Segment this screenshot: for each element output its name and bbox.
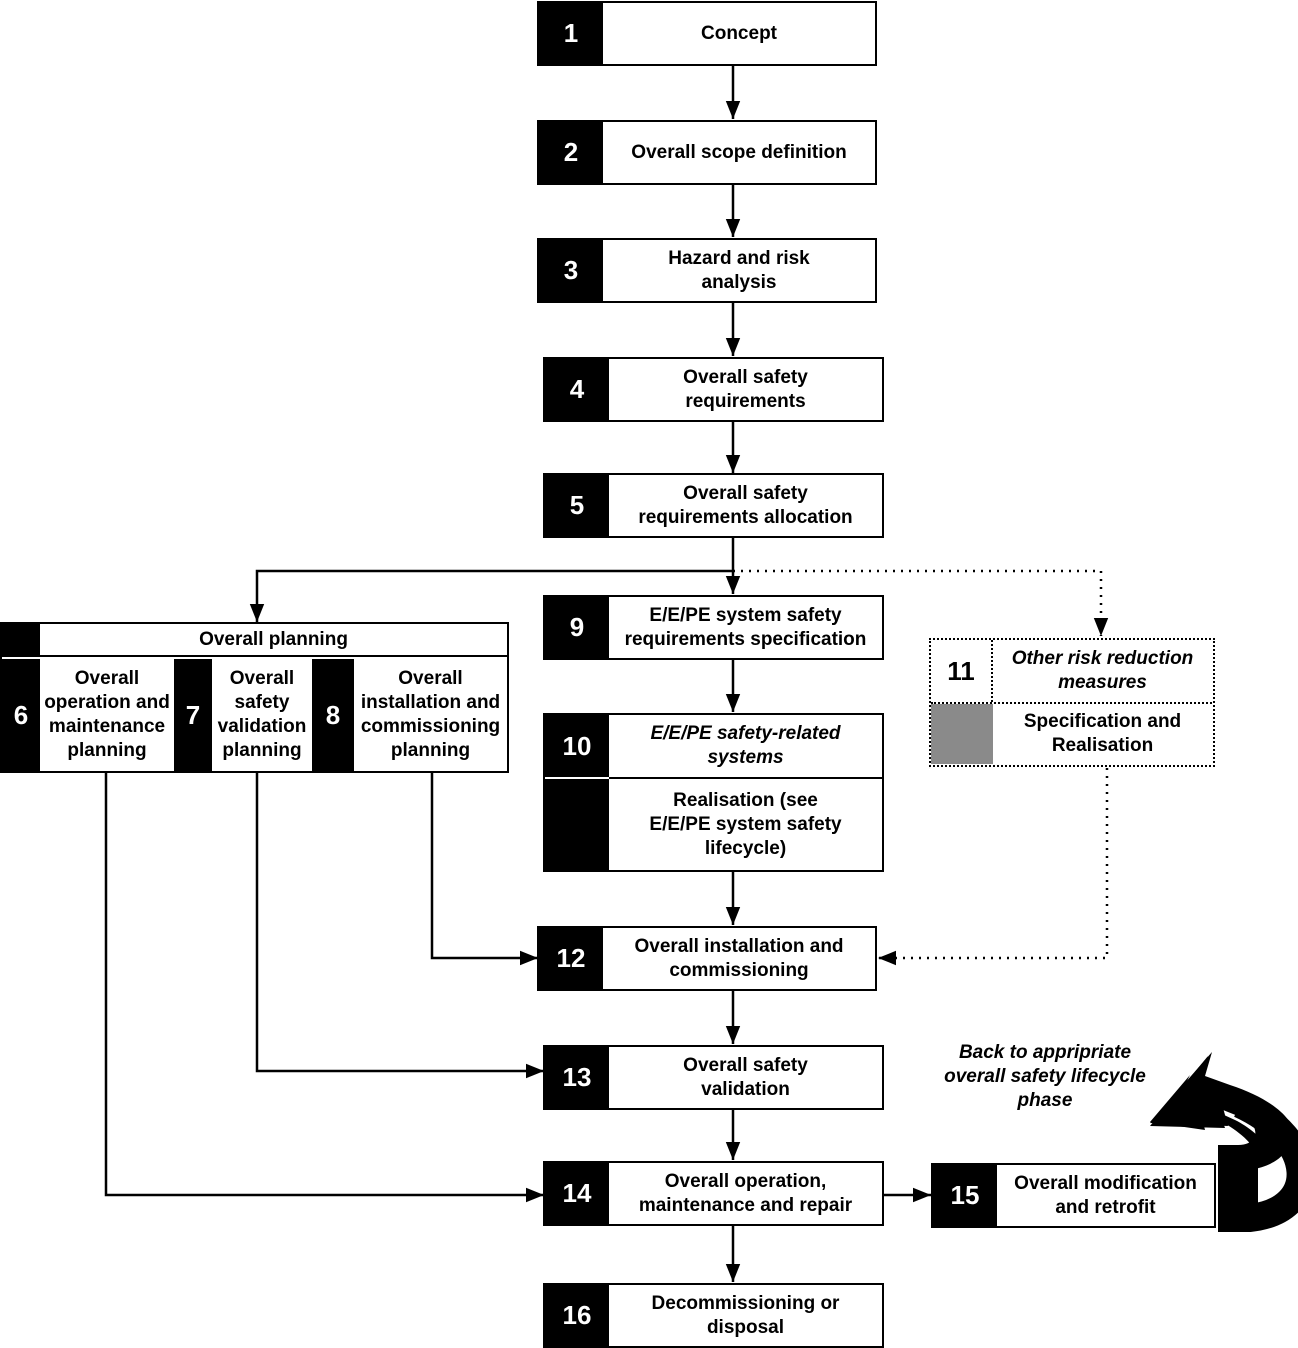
phase-11-box: 11 Other risk reduction measures Specifi… (929, 638, 1215, 767)
phase-11-label: Other risk reduction measures (1011, 648, 1194, 693)
phase-number: 4 (545, 359, 609, 420)
phase-10-label: E/E/PE safety-related systems (650, 723, 841, 768)
phase-label: Overall modification and retrofit (1014, 1172, 1197, 1218)
phase-7-label: Overall safety validation planning (217, 668, 307, 761)
phase-1-box: 1 Concept (537, 1, 877, 66)
phase-label: Overall operation, maintenance and repai… (638, 1170, 853, 1216)
phase-15-box: 15 Overall modification and retrofit (931, 1163, 1216, 1228)
phase-3-box: 3 Hazard and risk analysis (537, 238, 877, 303)
planning-header-marker (2, 624, 40, 657)
overall-planning-group: Overall planning 6 Overall operation and… (0, 622, 509, 773)
phase-8-number: 8 (325, 700, 341, 730)
phase-label: Hazard and risk analysis (668, 247, 810, 293)
phase-label: Overall installation and commissioning (634, 935, 844, 981)
phase-6-number-block (2, 659, 40, 771)
arrow-7-13 (255, 772, 544, 1079)
arrow-5-planning (249, 569, 733, 622)
phase-8-label: Overall installation and commissioning p… (360, 668, 501, 761)
phase-8-number-block (312, 659, 354, 771)
phase-number: 15 (933, 1165, 997, 1226)
arrow-6-14 (104, 772, 544, 1203)
phase-13-box: 13 Overall safety validation (543, 1045, 884, 1110)
phase-number: 3 (539, 240, 603, 301)
phase-10-number-block (545, 715, 609, 870)
phase-6-number: 6 (13, 700, 29, 730)
phase-number: 14 (545, 1163, 609, 1224)
arrow-8-12 (430, 772, 538, 966)
phase-10-sublabel: Realisation (see E/E/PE system safety li… (649, 789, 842, 859)
phase-11-divider (931, 702, 1212, 704)
phase-6-label: Overall operation and maintenance planni… (44, 668, 170, 761)
phase-label: Overall safety requirements allocation (638, 482, 853, 528)
phase-label: Overall scope definition (631, 141, 847, 163)
return-arrow-head (1150, 1052, 1295, 1160)
phase-label: Decommissioning or disposal (651, 1292, 840, 1338)
return-arrow-curve (1218, 1091, 1298, 1232)
phase-10-box: 10 E/E/PE safety-related systems Realisa… (543, 713, 884, 872)
phase-number: 1 (539, 3, 603, 64)
phase-12-box: 12 Overall installation and commissionin… (537, 926, 877, 991)
phase-10-divider-line (609, 777, 882, 779)
phase-14-box: 14 Overall operation, maintenance and re… (543, 1161, 884, 1226)
phase-number: 2 (539, 122, 603, 183)
phase-label: Overall safety validation (683, 1054, 808, 1100)
phase-number: 16 (545, 1285, 609, 1346)
phase-label: Overall safety requirements (683, 366, 808, 412)
planning-header: Overall planning (40, 624, 507, 657)
back-note: Back to appripriate overall safety lifec… (944, 1042, 1146, 1111)
phase-16-box: 16 Decommissioning or disposal (543, 1283, 884, 1348)
phase-label: Concept (701, 22, 777, 44)
phase-number: 9 (545, 597, 609, 658)
phase-number: 13 (545, 1047, 609, 1108)
phase-11-number: 11 (931, 640, 993, 702)
phase-9-box: 9 E/E/PE system safety requirements spec… (543, 595, 884, 660)
phase-number: 5 (545, 475, 609, 536)
phase-label: E/E/PE system safety requirements specif… (624, 604, 867, 650)
phase-4-box: 4 Overall safety requirements (543, 357, 884, 422)
phase-10-number: 10 (562, 731, 592, 761)
phase-11-grey-block (931, 704, 993, 764)
phase-11-sublabel: Specification and Realisation (1023, 711, 1182, 756)
dotted-arrow-5-11 (733, 569, 1109, 636)
dotted-arrow-11-12 (878, 768, 1109, 966)
phase-7-number-block (174, 659, 212, 771)
phase-number: 12 (539, 928, 603, 989)
phase-5-box: 5 Overall safety requirements allocation (543, 473, 884, 538)
phase-7-number: 7 (185, 700, 201, 730)
phase-2-box: 2 Overall scope definition (537, 120, 877, 185)
